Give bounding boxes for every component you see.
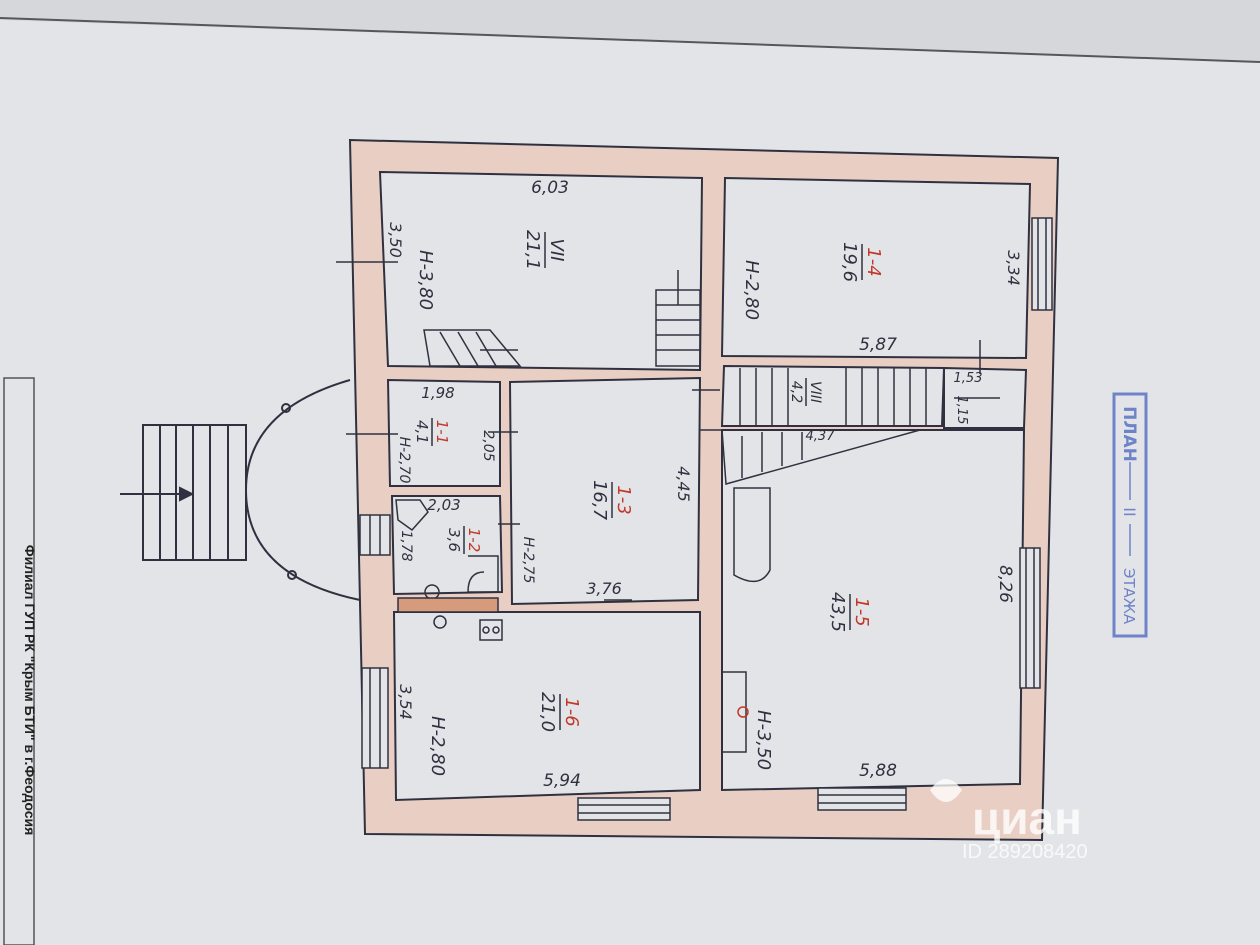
room-1-3-width: 3,76 — [586, 579, 622, 598]
room-1-6-number: 1-6 — [561, 697, 582, 726]
room-1-4-height: Н-2,80 — [741, 260, 762, 320]
room-vii-width: 6,03 — [531, 178, 569, 198]
room-1-5-width: 5,88 — [859, 761, 897, 781]
room-1-4-number: 1-4 — [863, 247, 884, 276]
room-1-3: 1-3 16,7 — [589, 480, 634, 521]
watermark-logo-icon — [930, 779, 962, 802]
room-1-5-height: Н-3,50 — [753, 710, 774, 770]
watermark-brand: циан — [972, 792, 1082, 844]
stamp-floor-number: II — [1120, 507, 1139, 516]
room-1-4-area: 19,6 — [839, 242, 860, 282]
room-vii-height: Н-3,80 — [415, 250, 436, 310]
room-viii-depth: 1,53 — [954, 371, 983, 386]
room-1-3-number: 1-3 — [613, 485, 634, 514]
room-viii: VIII 4,2 — [788, 378, 823, 406]
room-1-5-area: 43,5 — [827, 592, 848, 632]
room-1-1-height: Н-2,70 — [396, 437, 412, 484]
watermark-id: ID 289208420 — [962, 841, 1088, 863]
paper-edge — [0, 17, 1260, 63]
room-1-6-height: Н-2,80 — [427, 716, 448, 776]
entrance-steps — [120, 424, 247, 561]
room-1-2-height: Н-2,75 — [520, 537, 536, 584]
room-1-1-width: 1,98 — [421, 384, 454, 402]
room-1-2-number: 1-2 — [465, 528, 483, 553]
porch-arc — [244, 379, 361, 601]
footer-frame — [3, 377, 35, 945]
room-1-6-depth: 3,54 — [396, 684, 415, 720]
room-1-4: 1-4 19,6 — [839, 242, 884, 282]
room-viii-number: VIII — [807, 381, 823, 403]
room-1-2: 1-2 3,6 — [445, 526, 483, 554]
room-1-3-depth: 4,45 — [674, 466, 693, 502]
room-1-6-width: 5,94 — [543, 771, 581, 791]
stamp-plan: ПЛАН — [1119, 406, 1139, 462]
watermark: циан ID 289208420 — [930, 779, 1088, 863]
room-1-4-depth: 3,34 — [1004, 250, 1023, 286]
room-labels: VII 21,1 Н-3,80 6,03 3,50 1-4 19,6 Н-2,8… — [386, 178, 1023, 791]
windows — [359, 217, 1053, 821]
stairs — [423, 270, 927, 485]
room-vii: VII 21,1 — [522, 230, 567, 270]
stamp-floor-word: ЭТАЖА — [1120, 568, 1138, 625]
room-viii-depth2: 1,15 — [954, 396, 969, 425]
porch-post — [287, 570, 297, 580]
plan-stamp: ПЛАН II ЭТАЖА — [1112, 392, 1148, 638]
room-1-3-area: 16,7 — [589, 480, 610, 521]
room-vii-number: VII — [546, 239, 567, 262]
room-1-2-area: 3,6 — [445, 528, 463, 552]
room-1-1: 1-1 4,1 — [413, 418, 451, 446]
room-1-1-area: 4,1 — [413, 420, 431, 444]
room-viii-area: 4,2 — [788, 381, 804, 403]
room-vii-area: 21,1 — [522, 230, 543, 270]
room-1-4-width: 5,87 — [859, 335, 897, 355]
room-1-2-depth: 1,78 — [398, 530, 414, 561]
room-1-5-depth: 8,26 — [995, 565, 1015, 603]
room-1-1-depth: 2,05 — [480, 430, 496, 461]
dimension-ticks — [336, 261, 1000, 601]
fixtures — [395, 487, 771, 753]
room-vii-depth: 3,50 — [386, 222, 405, 258]
room-1-6: 1-6 21,0 — [537, 692, 582, 732]
room-1-1-number: 1-1 — [433, 420, 451, 445]
porch-post — [281, 403, 291, 413]
room-1-5: 1-5 43,5 — [827, 592, 872, 632]
room-1-6-area: 21,0 — [537, 692, 558, 732]
building-walls — [348, 138, 1060, 842]
room-1-2-width: 2,03 — [427, 496, 460, 514]
footer-institution: Филиал ГУП РК "Крым БТИ" в г.Феодосия — [22, 545, 38, 836]
room-viii-width: 4,37 — [806, 429, 836, 444]
room-1-5-number: 1-5 — [851, 597, 872, 626]
